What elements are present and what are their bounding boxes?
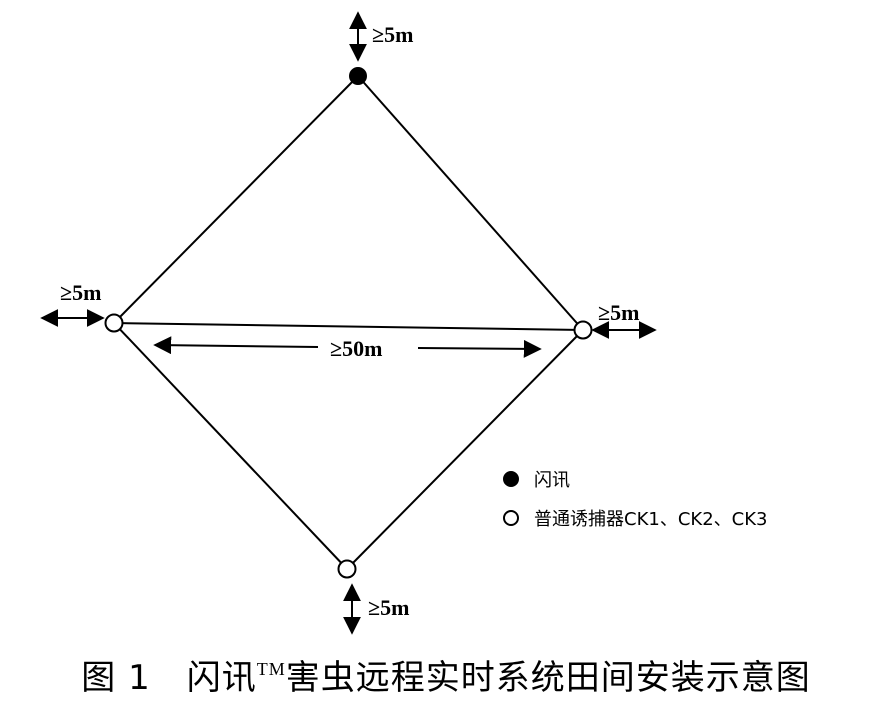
edge-bottom-left [113, 322, 348, 570]
caption-title-part1: 闪讯 [186, 658, 257, 698]
label-top-distance: ≥5m [372, 22, 413, 47]
figure-number: 图 1 [81, 658, 151, 698]
legend: 闪讯 普通诱捕器CK1、CK2、CK3 [503, 470, 767, 530]
trap-left-hollow [104, 313, 124, 333]
label-center-distance: ≥50m [330, 336, 382, 361]
trap-bottom-hollow [337, 559, 357, 579]
edge-right-bottom [346, 329, 584, 570]
legend-filled-marker [503, 471, 519, 487]
label-left-distance: ≥5m [60, 280, 101, 305]
arrow-center-right [417, 339, 542, 358]
edge-left-top [113, 75, 359, 324]
trap-right-hollow [573, 320, 593, 340]
figure-caption: 图 1 闪讯TM害虫远程实时系统田间安装示意图 [0, 650, 892, 699]
legend-filled-label: 闪讯 [534, 470, 570, 491]
legend-hollow-label: 普通诱捕器CK1、CK2、CK3 [534, 509, 767, 530]
label-bottom-distance: ≥5m [368, 595, 409, 620]
trademark-mark: TM [256, 659, 286, 679]
edge-top-right [357, 75, 584, 331]
legend-hollow-marker [503, 510, 519, 526]
trap-top-filled [349, 67, 367, 85]
label-right-distance: ≥5m [598, 300, 639, 325]
installation-diagram: ≥5m ≥5m ≥5m ≥5m ≥50m 闪讯 普通诱捕器CK1、CK2、CK3 [40, 11, 767, 635]
diamond-outline [113, 75, 584, 570]
caption-title-part2: 害虫远程实时系统田间安装示意图 [285, 658, 811, 698]
arrow-center-left [153, 336, 319, 355]
edge-left-right [113, 322, 584, 331]
